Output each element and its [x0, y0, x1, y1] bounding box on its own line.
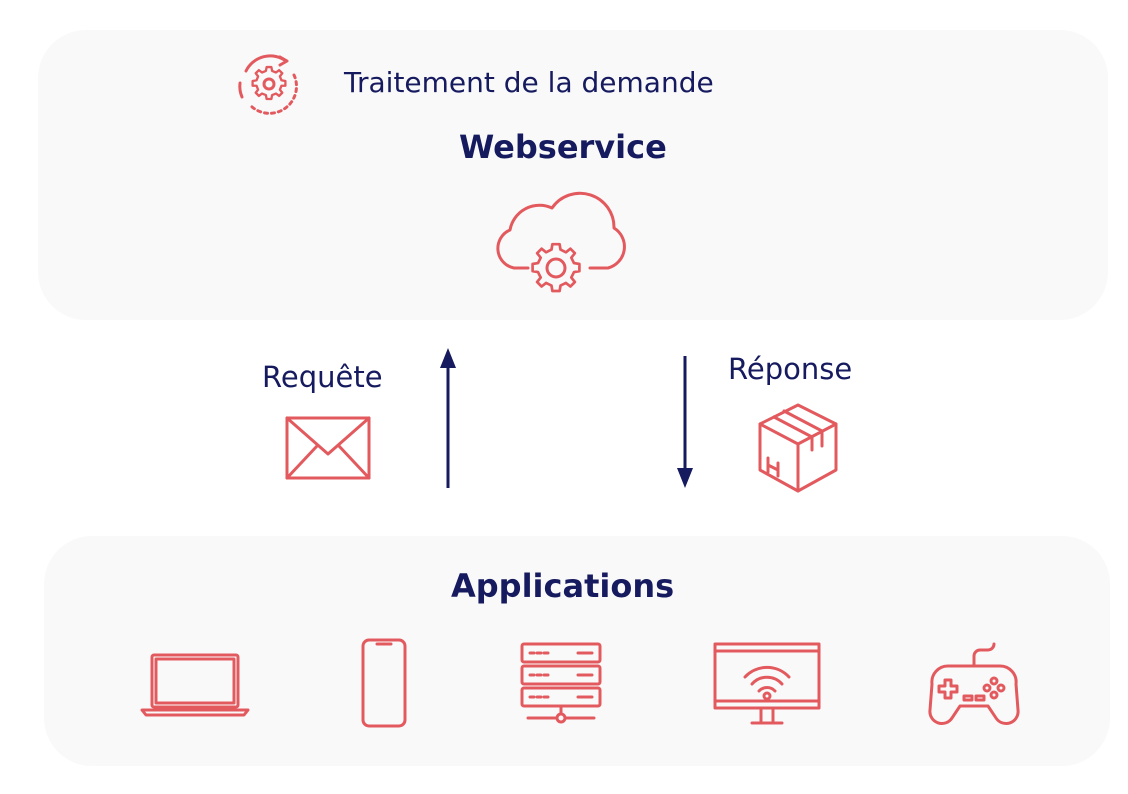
smartphone-icon [361, 638, 407, 728]
applications-panel [44, 536, 1110, 766]
envelope-icon [285, 416, 371, 480]
response-label: Réponse [728, 352, 853, 386]
request-label: Requête [262, 360, 383, 394]
gear-process-icon [236, 53, 302, 115]
cloud-gear-icon [490, 191, 632, 300]
request-arrow-up [436, 344, 460, 492]
applications-title: Applications [451, 567, 675, 605]
package-box-icon [756, 402, 840, 494]
response-arrow-down [673, 354, 697, 494]
laptop-icon [140, 652, 250, 718]
server-icon [518, 642, 604, 726]
webservice-title: Webservice [459, 128, 667, 166]
monitor-wifi-icon [712, 641, 822, 727]
process-label: Traitement de la demande [344, 66, 714, 99]
gamepad-icon [928, 638, 1020, 728]
